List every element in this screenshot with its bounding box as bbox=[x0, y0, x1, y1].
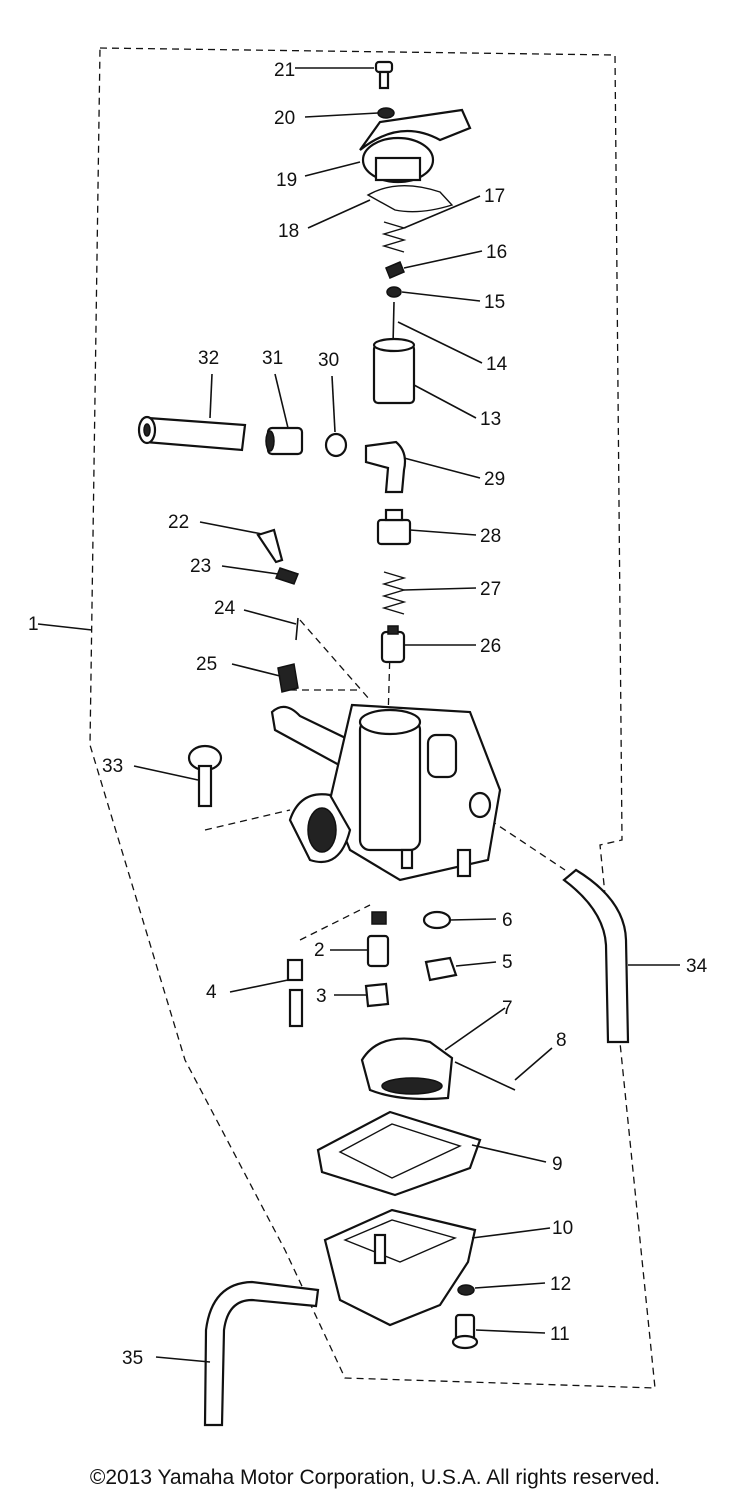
part-8-float-pin bbox=[454, 1061, 516, 1091]
right-axis bbox=[489, 819, 566, 871]
callout-21: 21 bbox=[274, 60, 295, 81]
part-29-elbow bbox=[364, 440, 407, 494]
callout-9: 9 bbox=[552, 1154, 563, 1175]
part-26-plunger bbox=[380, 625, 406, 664]
callout-29: 29 bbox=[484, 469, 505, 490]
part-20-washer bbox=[377, 107, 395, 119]
callout-20: 20 bbox=[274, 108, 295, 129]
part-4-pilot-jet bbox=[286, 958, 304, 1028]
part-10-float-chamber bbox=[323, 1208, 477, 1327]
callout-34: 34 bbox=[686, 956, 708, 977]
callout-2: 2 bbox=[314, 940, 325, 961]
part-34-hose bbox=[562, 868, 630, 1044]
callout-3: 3 bbox=[316, 986, 327, 1007]
side-axis bbox=[204, 809, 291, 831]
callout-27: 27 bbox=[480, 579, 501, 600]
callout-16: 16 bbox=[486, 242, 507, 263]
part-12-washer bbox=[457, 1284, 475, 1296]
callout-5: 5 bbox=[502, 952, 513, 973]
part-15-plate bbox=[386, 286, 402, 298]
part-31-joint bbox=[265, 426, 304, 456]
part-18-gasket bbox=[366, 184, 454, 213]
part-16-clip bbox=[385, 261, 405, 279]
callout-31: 31 bbox=[262, 348, 283, 369]
part-30-washer bbox=[324, 432, 348, 458]
part-11-screw bbox=[451, 1313, 479, 1350]
part-23-spring bbox=[275, 567, 299, 585]
callout-22: 22 bbox=[168, 512, 189, 533]
part-22-screw bbox=[256, 528, 284, 564]
carburetor-exploded-diagram: 21 20 19 18 17 16 15 14 13 32 31 30 29 2… bbox=[28, 47, 708, 1427]
callout-26: 26 bbox=[480, 636, 501, 657]
part-25-spring bbox=[277, 663, 299, 693]
leader-lines bbox=[37, 67, 680, 1363]
part-17-spring bbox=[381, 221, 407, 253]
lower-axis bbox=[299, 904, 371, 941]
callout-11: 11 bbox=[550, 1324, 570, 1345]
callout-13: 13 bbox=[480, 409, 501, 430]
callout-7: 7 bbox=[502, 998, 513, 1019]
copyright-notice: ©2013 Yamaha Motor Corporation, U.S.A. A… bbox=[89, 1466, 661, 1489]
callout-14: 14 bbox=[486, 354, 508, 375]
callout-28: 28 bbox=[480, 526, 501, 547]
part-21-screw bbox=[374, 60, 394, 90]
callout-12: 12 bbox=[550, 1274, 571, 1295]
callout-33: 33 bbox=[102, 756, 123, 777]
part-27-spring bbox=[381, 571, 407, 615]
part-35-hose bbox=[203, 1280, 320, 1427]
callout-35: 35 bbox=[122, 1348, 143, 1369]
pilot-axis bbox=[299, 619, 371, 701]
callout-15: 15 bbox=[484, 292, 505, 313]
callout-labels: 21 20 19 18 17 16 15 14 13 32 31 30 29 2… bbox=[28, 60, 708, 1369]
part-5-clip bbox=[424, 956, 458, 982]
part-28-nut bbox=[376, 508, 412, 546]
part-19-top-cap bbox=[359, 108, 472, 184]
callout-25: 25 bbox=[196, 654, 217, 675]
part-6-washer bbox=[422, 910, 452, 930]
part-33-screw bbox=[187, 744, 223, 808]
callout-30: 30 bbox=[318, 350, 339, 371]
part-7-float bbox=[360, 1037, 454, 1101]
part-24-pin bbox=[295, 617, 299, 641]
callout-1: 1 bbox=[28, 614, 39, 635]
callout-8: 8 bbox=[556, 1030, 567, 1051]
callout-10: 10 bbox=[552, 1218, 573, 1239]
part-14-needle bbox=[392, 301, 395, 346]
callout-4: 4 bbox=[206, 982, 217, 1003]
part-13-throttle-valve bbox=[372, 337, 416, 405]
part-9-gasket bbox=[316, 1110, 482, 1197]
callout-17: 17 bbox=[484, 186, 505, 207]
part-9-gasket-inner bbox=[338, 1123, 462, 1179]
callout-24: 24 bbox=[214, 598, 236, 619]
callout-18: 18 bbox=[278, 221, 299, 242]
part-3-main-jet bbox=[364, 982, 390, 1008]
part-32-hose bbox=[137, 415, 247, 452]
callout-23: 23 bbox=[190, 556, 211, 577]
part-1-carburetor-body bbox=[270, 703, 502, 882]
callout-32: 32 bbox=[198, 348, 219, 369]
part-2-jet-holder bbox=[366, 911, 390, 968]
callout-19: 19 bbox=[276, 170, 297, 191]
callout-6: 6 bbox=[502, 910, 513, 931]
